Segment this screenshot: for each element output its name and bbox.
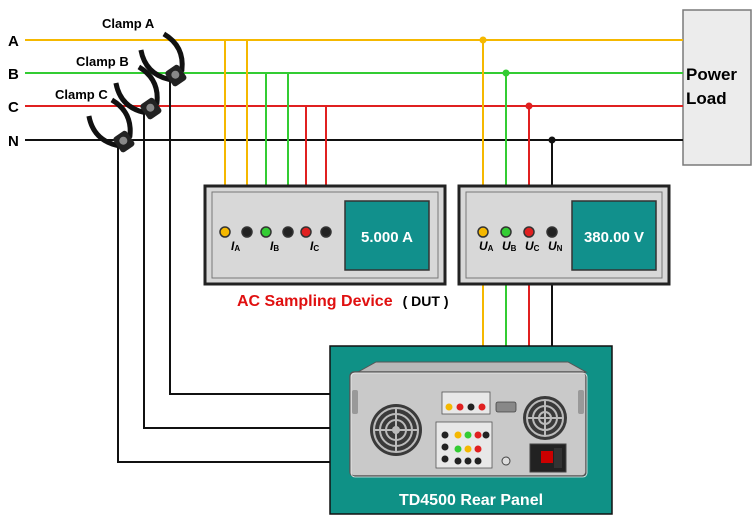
terminal-ua — [477, 226, 489, 238]
voltage-display — [571, 200, 657, 271]
power-socket-icon — [529, 443, 567, 473]
clamp-c-cable — [117, 146, 330, 463]
dut-label: ( DUT ) — [403, 293, 449, 309]
terminal-ub-label: UB — [502, 239, 517, 253]
terminal-uc-label: UC — [525, 239, 540, 253]
clamp-a-icon — [138, 31, 187, 87]
terminal-ia-out — [241, 226, 253, 238]
terminal-un-label: UN — [548, 239, 563, 253]
junction-a — [479, 36, 487, 44]
junction-b — [502, 69, 510, 77]
rear-panel-label: TD4500 Rear Panel — [399, 492, 543, 509]
terminal-ia-label: IA — [231, 239, 240, 253]
terminal-ua-label: UA — [479, 239, 494, 253]
line-b-label: B — [8, 66, 19, 83]
power-load-label-1: Power — [686, 65, 737, 84]
terminal-ub — [500, 226, 512, 238]
power-load-box — [682, 9, 752, 166]
terminal-ic-out — [320, 226, 332, 238]
td4500-panel: TD4500 Rear Panel — [329, 345, 613, 515]
terminal-ia-in — [219, 226, 231, 238]
terminal-ib-out — [282, 226, 294, 238]
junction-c — [525, 102, 533, 110]
clamp-b-label: Clamp B — [76, 54, 129, 69]
clamp-a-label: Clamp A — [102, 16, 155, 31]
line-a-label: A — [8, 33, 19, 50]
terminal-un — [546, 226, 558, 238]
fan-icon — [523, 396, 567, 440]
current-panel: 5.000 A IA IB IC — [203, 184, 447, 286]
current-display — [344, 200, 430, 271]
clamp-b-icon — [113, 64, 162, 120]
current-display-value: 5.000 A — [361, 229, 413, 246]
junction-n — [548, 136, 556, 144]
line-n-label: N — [8, 133, 19, 150]
voltage-display-value: 380.00 V — [584, 229, 644, 246]
device-caption: AC Sampling Device( DUT ) — [237, 293, 449, 310]
terminal-ic-label: IC — [310, 239, 319, 253]
power-load-label-2: Load — [686, 89, 727, 108]
clamp-b-cable — [143, 110, 330, 429]
terminal-ib-in — [260, 226, 272, 238]
clamp-a-cable — [169, 70, 330, 395]
fan-icon — [370, 404, 422, 456]
terminal-uc — [523, 226, 535, 238]
voltage-panel: 380.00 V UA UB UC UN — [457, 184, 671, 286]
terminal-ic-in — [300, 226, 312, 238]
terminal-ib-label: IB — [270, 239, 279, 253]
line-c-label: C — [8, 99, 19, 116]
clamp-c-icon — [86, 97, 135, 153]
clamp-c-label: Clamp C — [55, 87, 108, 102]
